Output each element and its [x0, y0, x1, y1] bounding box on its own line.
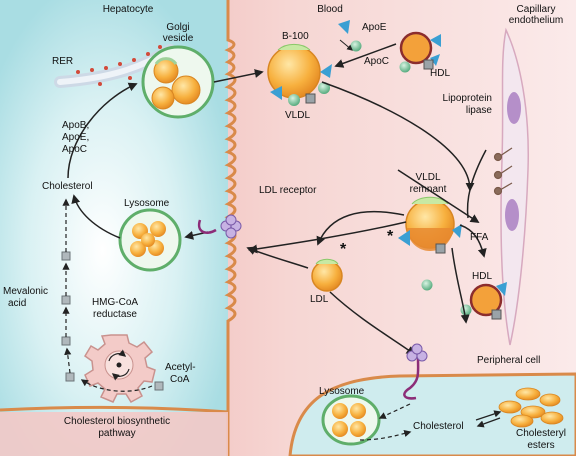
hdl-bottom-label: HDL: [472, 271, 493, 282]
free-apoe-apoc: [338, 20, 362, 52]
apoe-label: ApoE: [362, 22, 387, 33]
vldl-remnant-label-line1: VLDL: [415, 172, 441, 183]
golgi-label-line2: vesicle: [162, 33, 194, 44]
peripheral-lysosome: [321, 394, 381, 446]
biosynthetic-title-line1: Cholesterol biosynthetic: [63, 416, 171, 427]
ldl-particle: [311, 258, 343, 292]
hmg-label-line2: reductase: [93, 309, 137, 320]
ldl-star-marker: *: [340, 241, 347, 258]
vldl-label: VLDL: [285, 110, 311, 121]
peripheral-cholesterol-label: Cholesterol: [413, 421, 464, 432]
mevalonic-label-line2: acid: [8, 298, 27, 309]
remnant-star-marker: *: [387, 228, 394, 245]
ldl-receptor: [197, 214, 242, 239]
peripheral-cell-title: Peripheral cell: [477, 355, 541, 366]
hmg-coa-reductase-gear: [84, 334, 156, 403]
hepatocyte-bottom-band: [0, 412, 228, 456]
blood-arrows: [246, 43, 487, 356]
lipoprotein-lipase-anchors: [493, 147, 513, 196]
biosynthetic-title-line2: pathway: [98, 428, 136, 439]
hdl-top-particle: [399, 31, 441, 73]
endothelial-nucleus-bottom: [505, 199, 519, 231]
hepatocyte-bottom-membrane: [0, 405, 229, 414]
acetyl-label-line2: CoA: [170, 374, 190, 385]
cholesteryl-label-line2: esters: [527, 440, 555, 451]
rer-label: RER: [52, 56, 74, 67]
mevalonic-label-line1: Mevalonic: [3, 286, 49, 297]
blood-title: Blood: [317, 4, 343, 15]
vldl-remnant-label-line2: remnant: [409, 184, 447, 195]
endothelial-nucleus-top: [507, 92, 521, 124]
apo-label-line1: ApoB,: [62, 120, 90, 131]
apo-label-line2: ApoE,: [62, 132, 90, 143]
hdl-top-label: HDL: [430, 68, 451, 79]
peripheral-lysosome-label: Lysosome: [319, 386, 365, 397]
biosynthetic-arrows: [62, 198, 153, 392]
free-apoc: [421, 279, 433, 291]
ester-exchange-arrows: [475, 410, 502, 428]
peripheral-arrows: [359, 403, 412, 441]
vldl-remnant-particle: [398, 196, 462, 254]
hepatocyte-cholesterol-label: Cholesterol: [42, 181, 93, 192]
ldl-label: LDL: [310, 294, 329, 305]
hepatocyte-membrane: [224, 0, 237, 456]
hepatocyte-lysosome-label: Lysosome: [124, 198, 170, 209]
ffa-label: FFA: [470, 232, 489, 243]
ldl-receptor-label: LDL receptor: [259, 185, 317, 196]
hdl-bottom-particle: [460, 282, 507, 320]
lipoprotein-label-line1: Lipoprotein: [442, 93, 492, 104]
golgi-label-line1: Golgi: [166, 22, 190, 33]
hmg-label-line1: HMG-CoA: [91, 297, 139, 308]
ribosome-dots: [76, 45, 162, 86]
cholesteryl-esters-droplets: [498, 387, 564, 428]
apo-label-line3: ApoC: [62, 144, 88, 155]
capillary-title-line1: Capillary: [516, 4, 556, 15]
acetyl-label-line1: Acetyl-: [165, 362, 196, 373]
cholesteryl-label-line1: Cholesteryl: [515, 428, 567, 439]
peripheral-ldl-receptor: [403, 343, 428, 400]
b100-label: B-100: [282, 31, 309, 42]
hepatocyte-title: Hepatocyte: [102, 4, 154, 15]
apoc-label: ApoC: [364, 56, 390, 67]
capillary-title-line2: endothelium: [508, 15, 564, 26]
lipoprotein-label-line2: lipase: [465, 105, 492, 116]
vldl-particle: [267, 43, 332, 106]
